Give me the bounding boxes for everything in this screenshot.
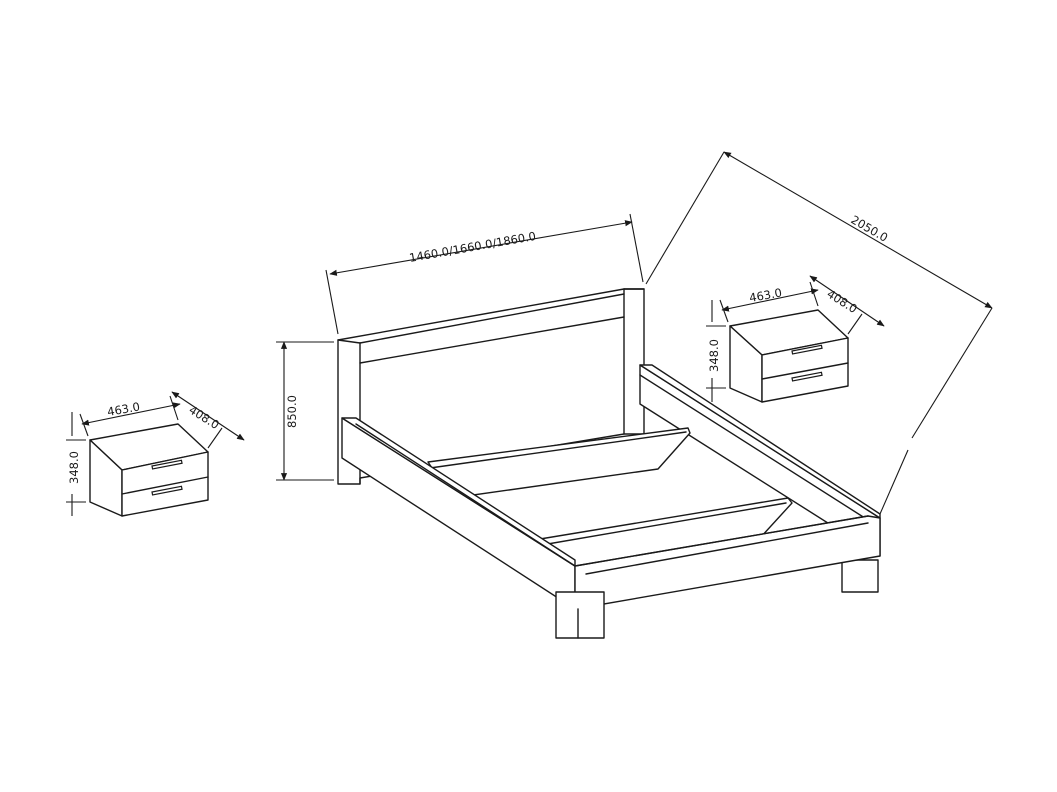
dimension-headboard-height bbox=[276, 341, 334, 481]
right-nightstand-depth-label: 408.0 bbox=[824, 287, 859, 316]
nightstand-left bbox=[89, 423, 209, 517]
left-nightstand-depth-label: 408.0 bbox=[186, 403, 221, 432]
right-nightstand-width-label: 463.0 bbox=[748, 285, 783, 305]
bed-width-label: 1460.0/1660.0/1860.0 bbox=[408, 229, 537, 265]
left-nightstand-height-label: 348.0 bbox=[67, 451, 81, 484]
right-nightstand-height-label: 348.0 bbox=[707, 339, 721, 372]
dimension-bed-length bbox=[645, 151, 993, 515]
bed bbox=[337, 288, 881, 639]
left-nightstand-width-label: 463.0 bbox=[106, 399, 141, 419]
headboard-height-label: 850.0 bbox=[285, 395, 299, 428]
headboard bbox=[337, 288, 645, 485]
dimension-right-nightstand bbox=[706, 275, 885, 402]
dimension-left-nightstand bbox=[66, 391, 245, 516]
dimension-bed-width bbox=[325, 213, 644, 335]
nightstand-right bbox=[729, 309, 849, 403]
bed-leg-back bbox=[841, 559, 879, 593]
side-rail-left bbox=[341, 417, 576, 610]
bed-leg-front bbox=[555, 591, 605, 639]
